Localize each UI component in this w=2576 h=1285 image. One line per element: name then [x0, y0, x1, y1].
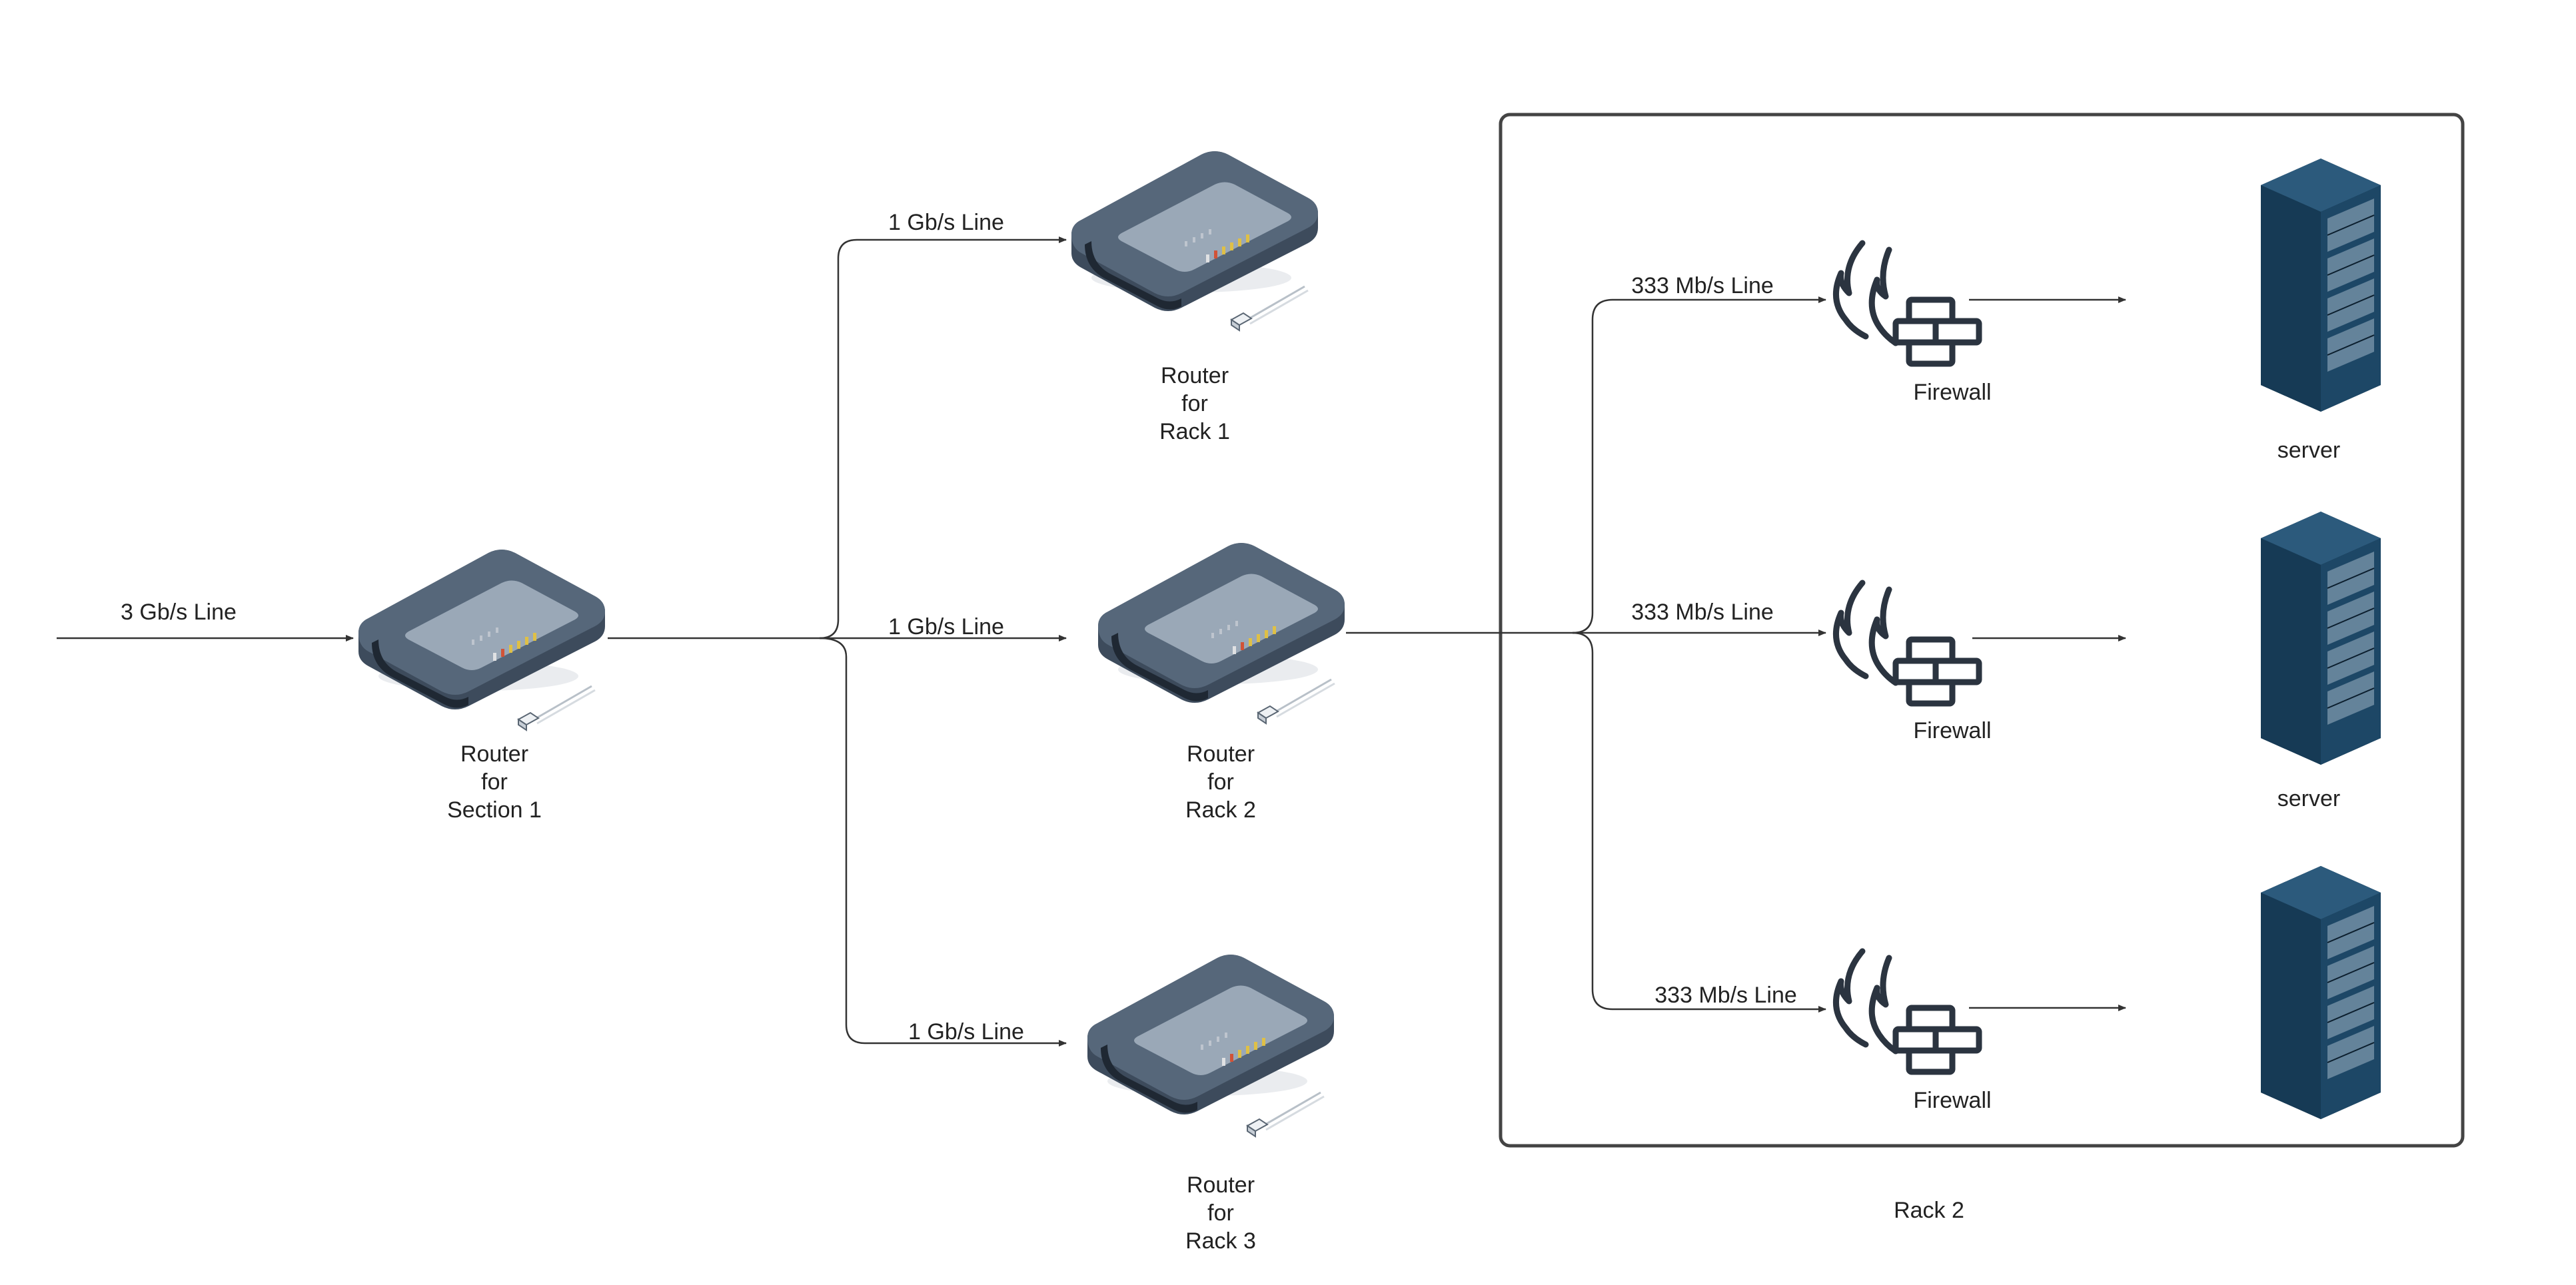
ethernet-cable-icon	[517, 685, 596, 731]
link-label-main: 3 Gb/s Line	[121, 600, 237, 625]
router-icon	[358, 550, 605, 709]
router-icon	[1087, 955, 1334, 1114]
router-section1-label-line2: for	[481, 769, 508, 795]
firewall-1[interactable]: Firewall	[1836, 243, 1992, 405]
router-icon	[1071, 151, 1318, 311]
server-3[interactable]	[2260, 865, 2381, 1120]
router-rack2-label-line2: for	[1207, 769, 1234, 795]
server-rack-icon	[2260, 865, 2381, 1120]
connector-fw3	[1572, 632, 1826, 1013]
rack2-container-label: Rack 2	[1894, 1198, 1964, 1223]
router-rack3-label-line2: for	[1207, 1200, 1234, 1226]
link-label-fw3: 333 Mb/s Line	[1654, 983, 1797, 1008]
server-1[interactable]: server	[2260, 158, 2381, 463]
router-rack2[interactable]: Router for Rack 2	[1098, 543, 1345, 823]
router-rack3[interactable]: Router for Rack 3	[1087, 955, 1334, 1254]
connector-rack3	[819, 637, 1067, 1047]
server-rack-icon	[2260, 511, 2381, 765]
router-icon	[1098, 543, 1345, 703]
rack2-container[interactable]	[1499, 113, 2465, 1148]
server-rack-icon	[2260, 158, 2381, 412]
link-label-rack3: 1 Gb/s Line	[908, 1019, 1024, 1045]
firewall-1-label: Firewall	[1913, 380, 1991, 405]
ethernet-cable-icon	[1257, 678, 1336, 725]
connector-fw1	[1572, 296, 1826, 634]
firewall-icon	[1836, 951, 1979, 1072]
router-rack1-label-line3: Rack 1	[1159, 419, 1230, 444]
router-rack1-label-line1: Router	[1161, 363, 1229, 388]
firewall-2-label: Firewall	[1913, 718, 1991, 743]
ethernet-cable-icon	[1230, 285, 1309, 332]
router-rack3-label-line3: Rack 3	[1185, 1228, 1256, 1254]
router-rack3-label-line1: Router	[1187, 1172, 1255, 1198]
connector-rack1	[819, 236, 1067, 640]
router-rack1[interactable]: Router for Rack 1	[1071, 151, 1318, 444]
server-1-label: server	[2277, 438, 2340, 463]
ethernet-cable-icon	[1246, 1091, 1325, 1138]
firewall-icon	[1836, 583, 1979, 703]
link-label-fw2: 333 Mb/s Line	[1631, 600, 1774, 625]
server-2[interactable]: server	[2260, 511, 2381, 811]
firewall-3-label: Firewall	[1913, 1088, 1991, 1113]
link-label-fw1: 333 Mb/s Line	[1631, 273, 1774, 298]
link-label-rack2: 1 Gb/s Line	[888, 614, 1004, 640]
router-rack1-label-line2: for	[1181, 391, 1208, 416]
firewall-icon	[1836, 243, 1979, 364]
router-rack2-label-line1: Router	[1187, 741, 1255, 767]
router-rack2-label-line3: Rack 2	[1185, 797, 1256, 823]
router-section1[interactable]: Router for Section 1	[358, 550, 605, 823]
router-section1-label-line1: Router	[460, 741, 528, 767]
firewall-2[interactable]: Firewall	[1836, 583, 1992, 743]
link-label-rack1: 1 Gb/s Line	[888, 210, 1004, 235]
router-section1-label-line3: Section 1	[447, 797, 542, 823]
server-2-label: server	[2277, 786, 2340, 811]
firewall-3[interactable]: Firewall	[1836, 951, 1992, 1113]
